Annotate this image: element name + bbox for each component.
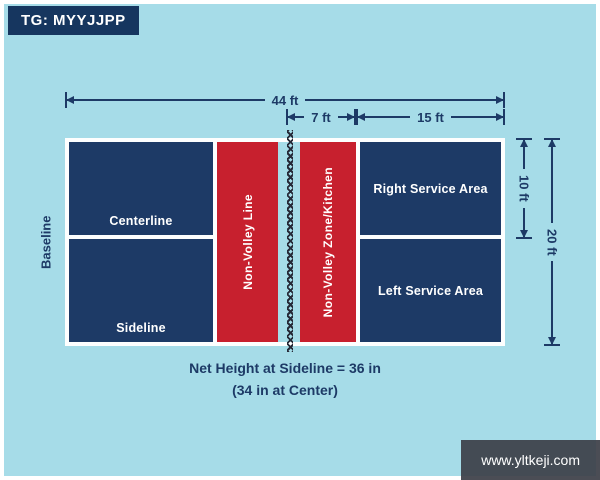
watermark-site: www.yltkeji.com: [461, 440, 600, 480]
centerline-label: Centerline: [109, 214, 173, 228]
dimension-kitchen-width: 7 ft: [286, 109, 356, 125]
arrow-up-icon: [523, 140, 525, 170]
non-volley-line-label: Non-Volley Line: [240, 194, 255, 290]
dimension-label-10ft: 10 ft: [516, 175, 532, 202]
dimension-label-20ft: 20 ft: [544, 228, 560, 256]
non-volley-zone-label: Non-Volley Zone/Kitchen: [321, 166, 335, 318]
baseline-label: Baseline: [38, 215, 54, 269]
arrow-right-icon: [305, 99, 504, 101]
right-service-area-label: Right Service Area: [373, 181, 488, 196]
net-height-line1: Net Height at Sideline = 36 in: [189, 360, 381, 376]
dimension-tick: [516, 237, 532, 240]
dimension-service-width: 15 ft: [356, 109, 506, 125]
arrow-left-icon: [67, 99, 265, 101]
dimension-label-15ft: 15 ft: [417, 109, 444, 125]
left-court-lower-panel: Sideline: [69, 239, 213, 342]
arrow-left-icon: [288, 116, 305, 118]
net-height-line2: (34 in at Center): [232, 381, 338, 398]
arrow-right-icon: [450, 116, 504, 118]
dimension-tick: [503, 109, 506, 125]
dimension-court-height: 20 ft: [544, 138, 560, 347]
non-volley-zone-panel: Non-Volley Zone/Kitchen: [300, 142, 356, 342]
net-line: [287, 130, 293, 352]
dimension-tick: [544, 344, 560, 347]
dimension-tick: [503, 92, 506, 108]
dimension-half-court: 10 ft: [516, 138, 532, 240]
arrow-left-icon: [358, 116, 411, 118]
right-service-area-panel: Right Service Area: [360, 142, 501, 235]
left-service-area-label: Left Service Area: [377, 283, 484, 298]
dimension-label-44ft: 44 ft: [271, 92, 299, 108]
arrow-down-icon: [551, 261, 553, 345]
net-height-note: Net Height at Sideline = 36 in (34 in at…: [45, 358, 525, 401]
arrow-down-icon: [523, 207, 525, 238]
sideline-label: Sideline: [116, 321, 166, 335]
court: Centerline Sideline Non-Volley Line Non-…: [65, 138, 505, 346]
watermark-tag: TG: MYYJJPP: [8, 6, 139, 35]
left-court-upper-panel: Centerline: [69, 142, 213, 235]
arrow-up-icon: [551, 140, 553, 223]
non-volley-line-panel: Non-Volley Line: [217, 142, 278, 342]
dimension-tick: [354, 109, 356, 125]
arrow-right-icon: [337, 116, 354, 118]
dimension-label-7ft: 7 ft: [311, 109, 331, 125]
dimension-total-width: 44 ft: [65, 92, 506, 108]
left-service-area-panel: Left Service Area: [360, 239, 501, 342]
